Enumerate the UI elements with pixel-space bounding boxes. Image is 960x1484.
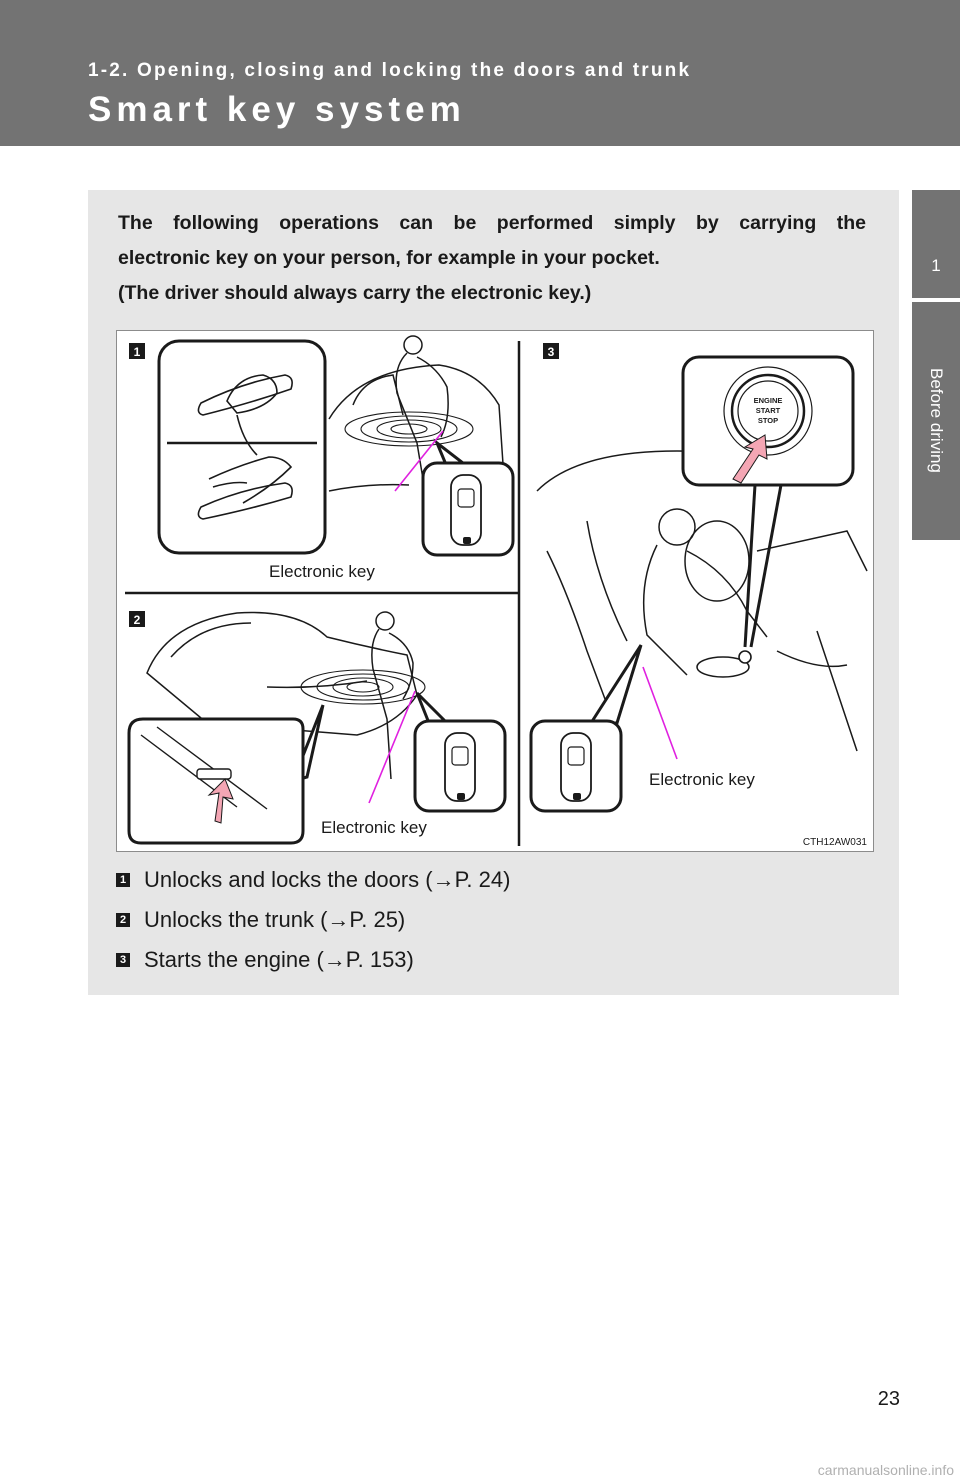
list-marker-2: 2: [116, 913, 130, 927]
trunk-signal-waves: [300, 669, 426, 705]
trunk-key-callout-line: [368, 690, 416, 804]
door-car-outline: [328, 335, 508, 524]
list-item: 1 Unlocks and locks the doors (→P. 24): [116, 860, 876, 900]
operations-list: 1 Unlocks and locks the doors (→P. 24) 2…: [116, 860, 876, 980]
chapter-name: Before driving: [912, 305, 960, 535]
door-key-inset: [421, 438, 515, 557]
engine-start-button: [738, 650, 752, 664]
intro-line-2: electronic key on your person, for examp…: [118, 247, 660, 269]
list-marker-1: 1: [116, 873, 130, 887]
chapter-tab[interactable]: [912, 190, 960, 540]
svg-text:START: START: [756, 406, 781, 415]
chapter-name-label: Before driving: [927, 367, 946, 473]
intro-text: The following operations can be performe…: [118, 206, 866, 311]
trunk-car-outline: [146, 611, 418, 780]
list-item: 3 Starts the engine (→P. 153): [116, 940, 876, 980]
page-header: 1-2. Opening, closing and locking the do…: [0, 0, 960, 146]
svg-text:2: 2: [134, 613, 141, 627]
svg-text:3: 3: [548, 345, 555, 359]
list-item-text: Unlocks the trunk (→P. 25): [144, 907, 406, 932]
section-heading: 1-2. Opening, closing and locking the do…: [88, 60, 692, 81]
trunk-switch-inset: [127, 704, 325, 845]
door-key-callout: Electronic key: [269, 562, 375, 581]
marker-1: 1: [129, 343, 145, 359]
signal-waves: [344, 411, 474, 447]
door-handle-inset: [157, 339, 327, 555]
engine-key-callout-line: [642, 666, 678, 760]
watermark: carmanualsonline.info: [817, 1462, 954, 1478]
list-item-text: Starts the engine (→P. 153): [144, 947, 414, 972]
chapter-number: 1: [931, 256, 941, 275]
list-item: 2 Unlocks the trunk (→P. 25): [116, 900, 876, 940]
marker-2: 2: [129, 611, 145, 627]
svg-text:1: 1: [134, 345, 141, 359]
figure-code: CTH12AW031: [803, 837, 868, 848]
driver-key-inset: [529, 644, 643, 813]
list-item-text: Unlocks and locks the doors (→P. 24): [144, 867, 511, 892]
svg-text:STOP: STOP: [758, 416, 778, 425]
smart-key-illustration: 1 2 3: [116, 330, 874, 852]
list-marker-3: 3: [116, 953, 130, 967]
intro-line-1: The following operations can be performe…: [118, 212, 866, 234]
page-title: Smart key system: [88, 90, 466, 129]
trunk-key-callout: Electronic key: [321, 818, 427, 837]
marker-3: 3: [543, 343, 559, 359]
svg-text:ENGINE: ENGINE: [754, 396, 783, 405]
intro-line-3: (The driver should always carry the elec…: [118, 282, 592, 304]
door-key-callout-line: [394, 430, 444, 492]
trunk-key-inset: [413, 691, 507, 813]
engine-button-inset: ENGINE START STOP: [681, 355, 855, 648]
chapter-tab-divider: [912, 298, 960, 302]
page-number: 23: [877, 1388, 900, 1410]
engine-key-callout: Electronic key: [649, 770, 755, 789]
